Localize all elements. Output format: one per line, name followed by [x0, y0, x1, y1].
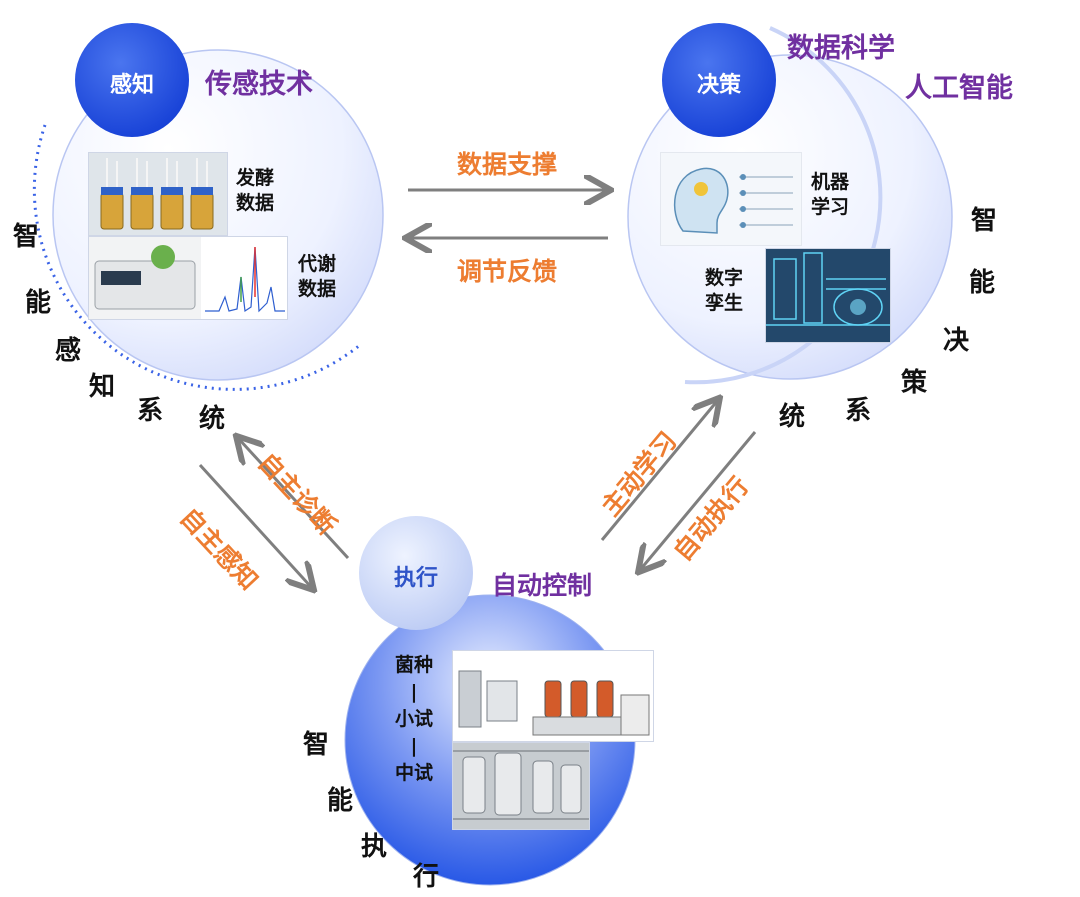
- sense-system-char-4: 系: [136, 396, 163, 426]
- decide-system-char-0: 智: [970, 206, 997, 236]
- execute-system-char-0: 智: [302, 730, 329, 760]
- decide-system-char-2: 决: [942, 326, 969, 356]
- stage-seed: 菌种: [394, 654, 433, 676]
- data-support-label: 数据支撑: [457, 150, 558, 179]
- digital-twin-label: 数字孪生: [705, 267, 744, 314]
- bioreactor-lab-photo: [452, 650, 654, 742]
- fermentation-photo: [88, 152, 228, 236]
- decide-arc: [684, 26, 883, 385]
- decide-tech-label-2: 人工智能: [905, 73, 1013, 104]
- decide-tech-label-1: 数据科学: [787, 33, 895, 64]
- sense-system-char-5: 统: [198, 404, 225, 434]
- decide-system-char-3: 策: [900, 368, 927, 398]
- bioreactor-pilot-photo: [452, 742, 590, 830]
- decide-system-char-4: 系: [844, 396, 871, 426]
- metabolism-photo: [88, 236, 288, 320]
- execute-node-label: 执行: [393, 566, 438, 591]
- sense-system-char-0: 智: [12, 222, 39, 252]
- sense-node: [75, 23, 189, 137]
- digital-twin-photo: [765, 248, 891, 343]
- sense-system-char-1: 能: [24, 288, 51, 318]
- execute-stages: 菌种 | 小试 | 中试: [388, 652, 440, 787]
- machine-learning-label: 机器学习: [811, 171, 850, 218]
- stage-sep-1: |: [410, 681, 418, 703]
- arrow-auto-diagnose: [238, 438, 350, 560]
- execute-system-char-1: 能: [326, 786, 353, 816]
- fermentation-data-label: 发酵数据: [236, 167, 275, 214]
- execute-node: [359, 516, 473, 630]
- sense-dotted-arc: [32, 124, 361, 391]
- stage-sep-2: |: [410, 735, 418, 757]
- feedback-label: 调节反馈: [457, 257, 558, 286]
- metabolism-data-label: 代谢数据: [298, 253, 337, 300]
- arrow-active-learning: [600, 400, 718, 541]
- arrow-auto-execute: [640, 431, 757, 570]
- sense-node-label: 感知: [109, 73, 154, 98]
- stage-pilot: 中试: [394, 762, 433, 784]
- decide-node-label: 决策: [696, 73, 741, 98]
- sense-tech-label: 传感技术: [205, 69, 313, 100]
- execute-system-char-3: 行: [412, 862, 439, 892]
- sense-system-char-3: 知: [88, 372, 115, 402]
- machine-learning-photo: [660, 152, 802, 246]
- sense-system-char-2: 感: [54, 336, 81, 366]
- decide-system-char-5: 统: [778, 402, 805, 432]
- execute-tech-label: 自动控制: [492, 571, 593, 600]
- execute-system-char-2: 执: [360, 832, 387, 862]
- decide-system-char-1: 能: [968, 268, 995, 298]
- arrow-auto-sense: [198, 463, 312, 588]
- stage-small: 小试: [394, 708, 433, 730]
- decide-node: [662, 23, 776, 137]
